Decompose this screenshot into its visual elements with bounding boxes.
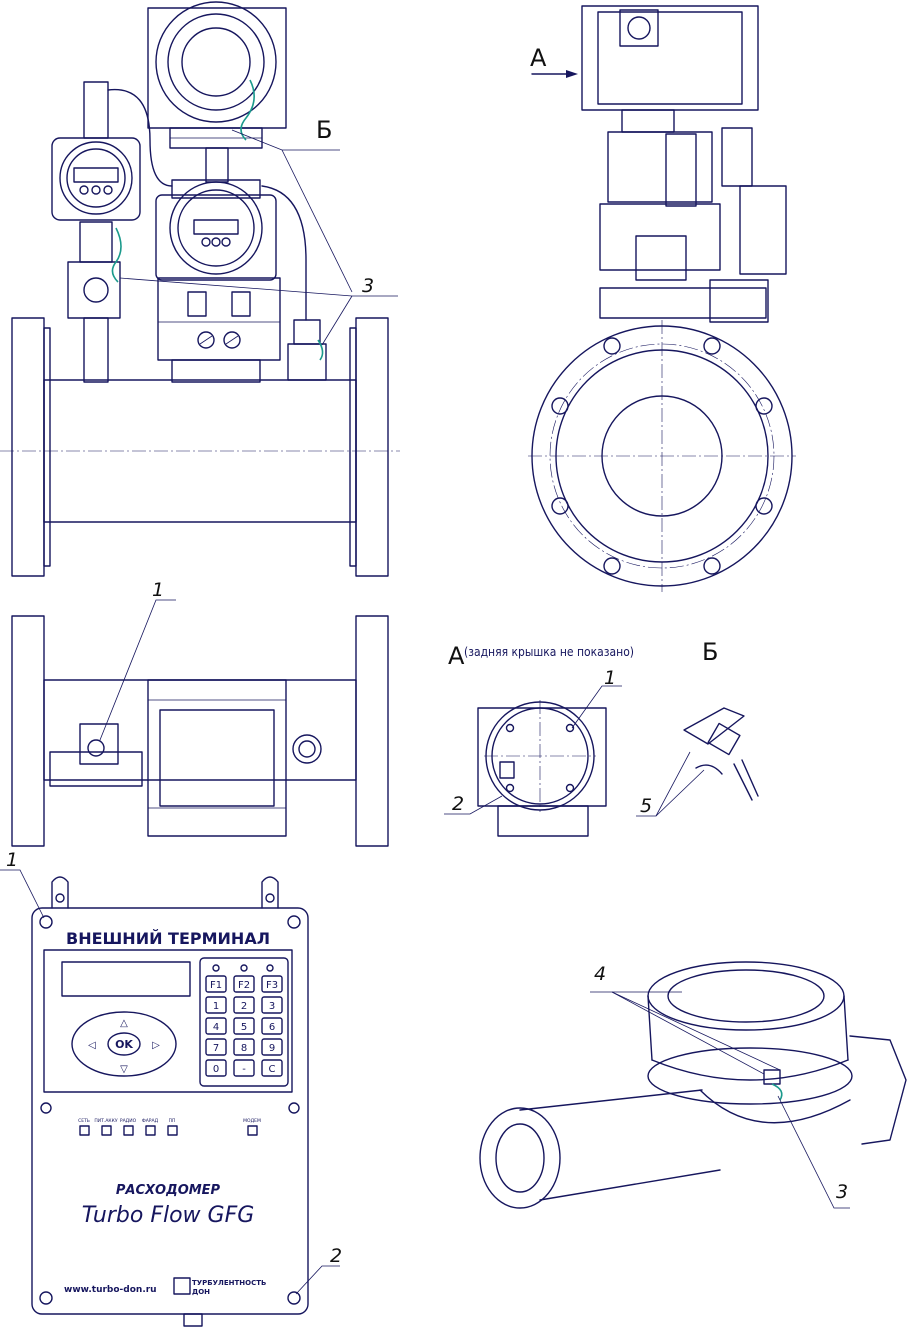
key-label: 3 xyxy=(269,1001,275,1012)
website: www.turbo-don.ru xyxy=(64,1285,157,1295)
key-label: 2 xyxy=(241,1001,247,1012)
indicator-label: РАДИО xyxy=(120,1118,137,1124)
key-label: 8 xyxy=(241,1043,247,1054)
key-4[interactable] xyxy=(205,1017,227,1035)
key-C[interactable] xyxy=(261,1059,283,1077)
dpad-down-icon[interactable]: ▽ xyxy=(120,1064,128,1075)
dpad[interactable] xyxy=(71,1011,177,1077)
callout-1-section-a: 1 xyxy=(604,667,616,689)
top-view: 1 xyxy=(11,579,389,847)
view-a-arrow-label: А xyxy=(530,44,547,72)
front-view: Б 3 xyxy=(0,1,400,577)
brand-logo xyxy=(173,1277,191,1295)
key-label: 7 xyxy=(213,1043,219,1054)
product-name: РАСХОДОМЕР xyxy=(116,1183,221,1198)
modem-label: МОДЕМ xyxy=(243,1118,261,1124)
keypad: F1 F2 F3 1 2 3 4 5 6 7 8 9 0 - C xyxy=(205,975,283,1077)
callout-5-section-b: 5 xyxy=(640,795,652,817)
terminal-display xyxy=(61,961,191,997)
terminal-header: ВНЕШНИЙ ТЕРМИНАЛ xyxy=(66,929,270,948)
key-0[interactable] xyxy=(205,1059,227,1077)
indicator-led xyxy=(145,1125,156,1136)
brand-line2: ДОН xyxy=(192,1288,210,1296)
section-a-letter: А xyxy=(448,642,465,670)
modem-led xyxy=(247,1125,258,1136)
callout-2-terminal: 2 xyxy=(330,1245,342,1267)
key-label: 6 xyxy=(269,1022,275,1033)
key-label: F3 xyxy=(266,980,278,991)
view-b-label: Б xyxy=(316,116,332,144)
section-b: Б 5 xyxy=(636,638,759,817)
indicator-led xyxy=(101,1125,112,1136)
key-label: 9 xyxy=(269,1043,275,1054)
key-label: 4 xyxy=(213,1022,219,1033)
ok-button[interactable] xyxy=(107,1032,141,1056)
callout-4-meter: 4 xyxy=(594,963,606,985)
key-8[interactable] xyxy=(233,1038,255,1056)
key-9[interactable] xyxy=(261,1038,283,1056)
key-label: - xyxy=(242,1064,246,1075)
key-label: F1 xyxy=(210,980,222,991)
key-F3[interactable] xyxy=(261,975,283,993)
key-F2[interactable] xyxy=(233,975,255,993)
key-label: C xyxy=(269,1064,276,1075)
indicator-led xyxy=(79,1125,90,1136)
key-1[interactable] xyxy=(205,996,227,1014)
indicator-led xyxy=(123,1125,134,1136)
brand-line1: ТУРБУЛЕНТНОСТЬ xyxy=(192,1279,266,1287)
product-model: Turbo Flow GFG xyxy=(82,1203,255,1228)
callout-3-meter: 3 xyxy=(836,1181,848,1203)
dpad-right-icon[interactable]: ▷ xyxy=(152,1040,160,1051)
external-terminal: ВНЕШНИЙ ТЕРМИНАЛ OK △ ▽ ◁ ▷ F1 F2 F3 1 2 3 4 5 6… xyxy=(0,849,342,1327)
ok-label: OK xyxy=(115,1038,133,1051)
section-a-note: (задняя крышка не показано) xyxy=(464,645,634,659)
callout-1-top-view: 1 xyxy=(152,579,164,601)
indicator-led xyxy=(167,1125,178,1136)
key-7[interactable] xyxy=(205,1038,227,1056)
callout-1-terminal: 1 xyxy=(6,849,18,871)
key-3[interactable] xyxy=(261,996,283,1014)
key-2[interactable] xyxy=(233,996,255,1014)
key-label: 5 xyxy=(241,1022,247,1033)
meter-isometric: 4 3 xyxy=(479,961,907,1209)
indicator-label: ФАРАД xyxy=(142,1118,159,1124)
key-6[interactable] xyxy=(261,1017,283,1035)
key-F1[interactable] xyxy=(205,975,227,993)
key-5[interactable] xyxy=(233,1017,255,1035)
side-view: А xyxy=(528,5,796,592)
indicator-label: ПП xyxy=(169,1118,176,1124)
section-a: А (задняя крышка не показано) 1 2 xyxy=(444,642,634,837)
section-b-letter: Б xyxy=(702,638,718,666)
key--[interactable] xyxy=(233,1059,255,1077)
dpad-left-icon[interactable]: ◁ xyxy=(88,1040,96,1051)
key-label: F2 xyxy=(238,980,250,991)
dpad-up-icon[interactable]: △ xyxy=(120,1018,128,1029)
key-label: 0 xyxy=(213,1064,219,1075)
indicator-label: ПИТ.АККУ xyxy=(94,1118,117,1124)
key-label: 1 xyxy=(213,1001,219,1012)
callout-2-section-a: 2 xyxy=(452,793,464,815)
indicator-label: СЕТЬ xyxy=(78,1118,90,1124)
callout-3-front: 3 xyxy=(362,275,374,297)
